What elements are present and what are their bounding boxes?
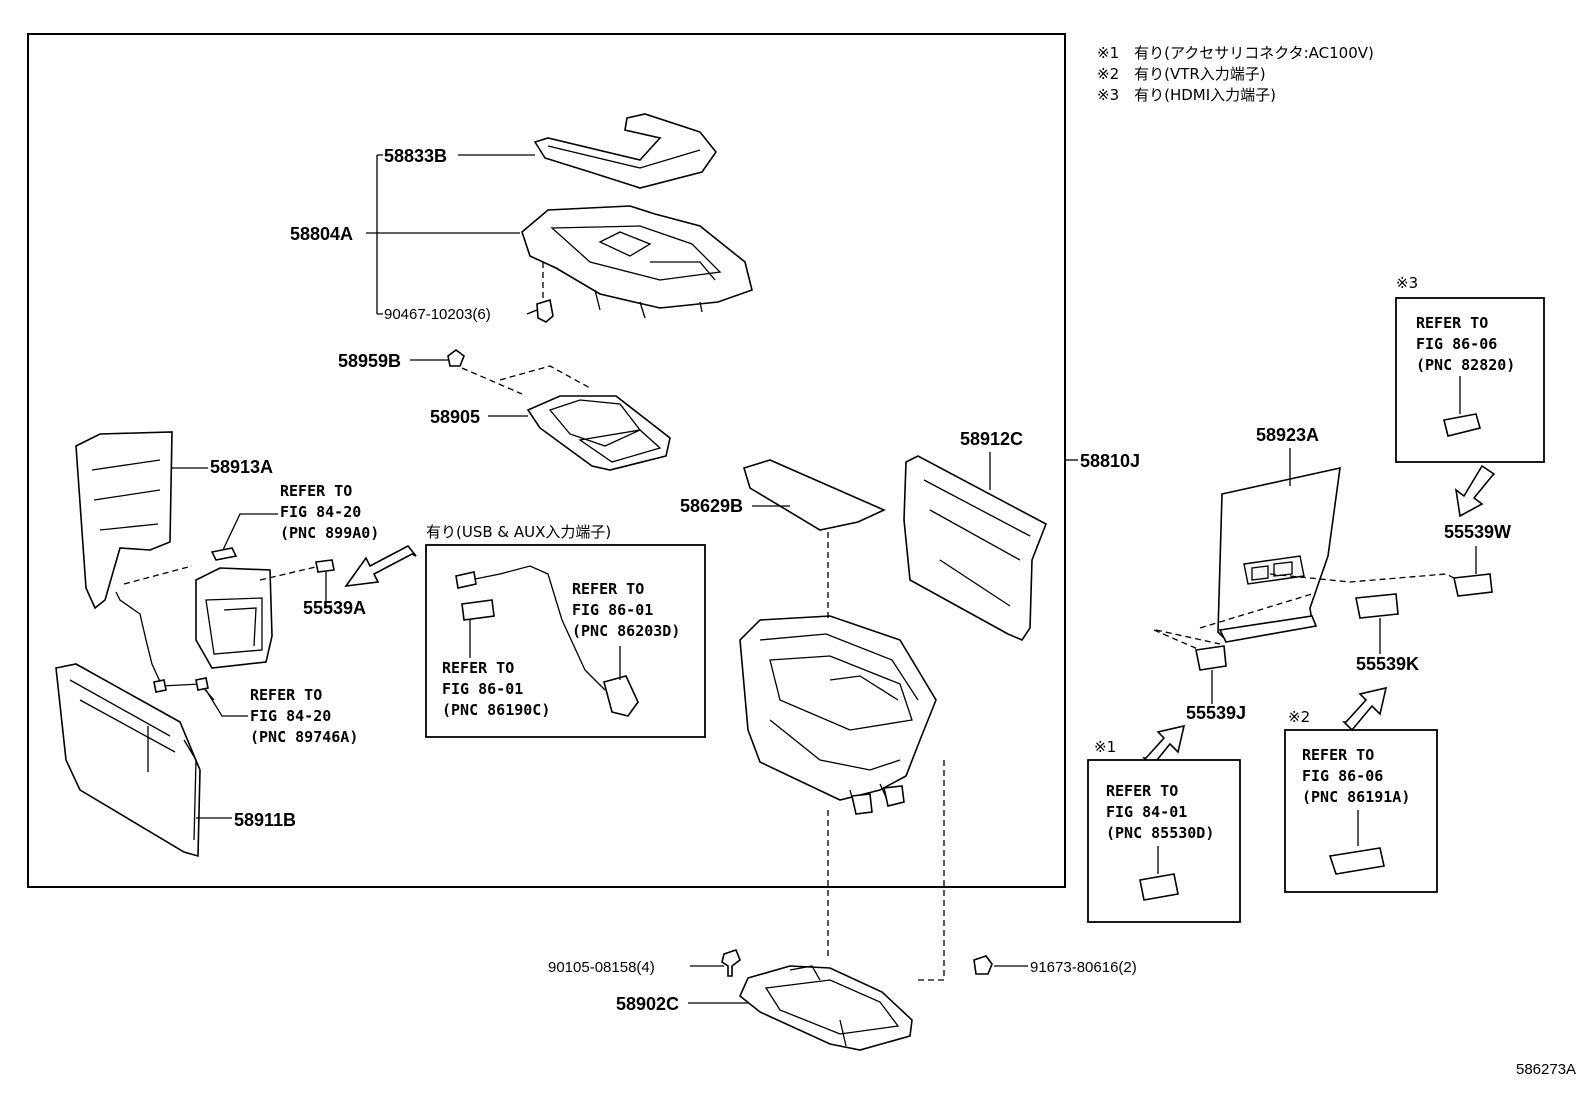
hdmi-port-shape [1443, 413, 1481, 437]
label-58923A: 58923A [1256, 425, 1319, 445]
arrow-to-55539A [344, 544, 417, 588]
part-58911B-shape [55, 663, 201, 858]
refer-89746A-text: REFER TO FIG 84-20 (PNC 89746A) [250, 686, 358, 746]
ref-82820-line2: FIG 86-06 [1416, 335, 1497, 353]
usb-harness-shape [455, 565, 639, 717]
note-3: ※3 有り(HDMI入力端子) [1097, 86, 1276, 104]
ref-86191A-line1: REFER TO [1302, 746, 1374, 764]
screw-91673-shape [973, 955, 993, 975]
label-58629B: 58629B [680, 496, 743, 516]
part-58833B-shape [533, 113, 717, 189]
connector-55539J-shape [1195, 645, 1227, 671]
mark-1: ※1 [1094, 738, 1116, 756]
label-55539A: 55539A [303, 598, 366, 618]
ref-86190C-line1: REFER TO [442, 659, 514, 677]
arrow-to-55539J [1142, 724, 1186, 768]
ref-86190C-line2: FIG 86-01 [442, 680, 523, 698]
arrow-to-55539W [1454, 464, 1496, 518]
label-58833B: 58833B [384, 146, 447, 166]
mark-3: ※3 [1396, 274, 1418, 292]
clip-58959B-shape [447, 349, 465, 367]
label-55539K: 55539K [1356, 654, 1419, 674]
refer-86203D-text: REFER TO FIG 86-01 (PNC 86203D) [572, 580, 680, 640]
ref-899A0-line2: FIG 84-20 [280, 503, 361, 521]
part-58923A-shape [1217, 466, 1341, 643]
vtr-port-shape [1328, 847, 1385, 875]
label-90467: 90467-10203(6) [384, 306, 491, 323]
label-58902C: 58902C [616, 994, 679, 1014]
part-58902C-shape [739, 965, 913, 1051]
screw-90467-shape [536, 262, 554, 323]
switch-box-shape [195, 567, 273, 669]
ref-85530D-line2: FIG 84-01 [1106, 803, 1187, 821]
ref-86191A-line3: (PNC 86191A) [1302, 788, 1410, 806]
ref-899A0-line3: (PNC 899A0) [280, 524, 379, 542]
label-58905: 58905 [430, 407, 480, 427]
ref-86190C-line3: (PNC 86190C) [442, 701, 550, 719]
bolt-90105-shape [721, 949, 741, 977]
part-58913A-shape [75, 431, 173, 610]
label-55539J: 55539J [1186, 703, 1246, 723]
refer-899A0-text: REFER TO FIG 84-20 (PNC 899A0) [280, 482, 379, 542]
refer-85530D-text: REFER TO FIG 84-01 (PNC 85530D) [1106, 782, 1214, 842]
ref-86203D-line1: REFER TO [572, 580, 644, 598]
label-58912C: 58912C [960, 429, 1023, 449]
label-91673: 91673-80616(2) [1030, 959, 1137, 976]
ac-outlet-shape [1139, 873, 1179, 901]
part-58912C-shape [903, 455, 1048, 641]
part-58905-shape [526, 395, 671, 471]
ref-85530D-line3: (PNC 85530D) [1106, 824, 1214, 842]
label-58911B: 58911B [234, 810, 296, 830]
refer-86191A-text: REFER TO FIG 86-06 (PNC 86191A) [1302, 746, 1410, 806]
notes-legend: ※1 有り(アクセサリコネクタ:AC100V) ※2 有り(VTR入力端子) ※… [1097, 44, 1374, 104]
connector-55539W-shape [1453, 573, 1493, 597]
ref-899A0-line1: REFER TO [280, 482, 352, 500]
label-55539W: 55539W [1444, 522, 1511, 542]
ref-86203D-line3: (PNC 86203D) [572, 622, 680, 640]
console-body-shape [739, 615, 937, 815]
connector-55539A-shape [315, 559, 335, 573]
part-58804A-shape [521, 205, 753, 319]
figure-code: 586273A [1516, 1061, 1576, 1078]
label-58804A: 58804A [290, 224, 353, 244]
connector-899A0-shape [210, 547, 238, 561]
ref-82820-line3: (PNC 82820) [1416, 356, 1515, 374]
part-58629B-shape [743, 459, 886, 531]
label-58810J: 58810J [1080, 451, 1140, 471]
arrow-to-55539K [1342, 686, 1388, 732]
mark-2: ※2 [1288, 708, 1310, 726]
note-2: ※2 有り(VTR入力端子) [1097, 65, 1266, 83]
ref-86191A-line2: FIG 86-06 [1302, 767, 1383, 785]
ref-89746A-line1: REFER TO [250, 686, 322, 704]
wire-harness-shape [115, 591, 215, 701]
refer-82820-text: REFER TO FIG 86-06 (PNC 82820) [1416, 314, 1515, 374]
ref-82820-line1: REFER TO [1416, 314, 1488, 332]
connector-55539K-shape [1355, 593, 1399, 619]
ref-89746A-line2: FIG 84-20 [250, 707, 331, 725]
label-58959B: 58959B [338, 351, 401, 371]
ref-85530D-line1: REFER TO [1106, 782, 1178, 800]
refer-86190C-text: REFER TO FIG 86-01 (PNC 86190C) [442, 659, 550, 719]
label-90105: 90105-08158(4) [548, 959, 655, 976]
ref-86203D-line2: FIG 86-01 [572, 601, 653, 619]
note-1: ※1 有り(アクセサリコネクタ:AC100V) [1097, 44, 1374, 62]
refer-box-82820 [1395, 297, 1545, 463]
label-58913A: 58913A [210, 457, 273, 477]
ref-89746A-line3: (PNC 89746A) [250, 728, 358, 746]
usb-box-title: 有り(USB & AUX入力端子) [426, 523, 611, 541]
